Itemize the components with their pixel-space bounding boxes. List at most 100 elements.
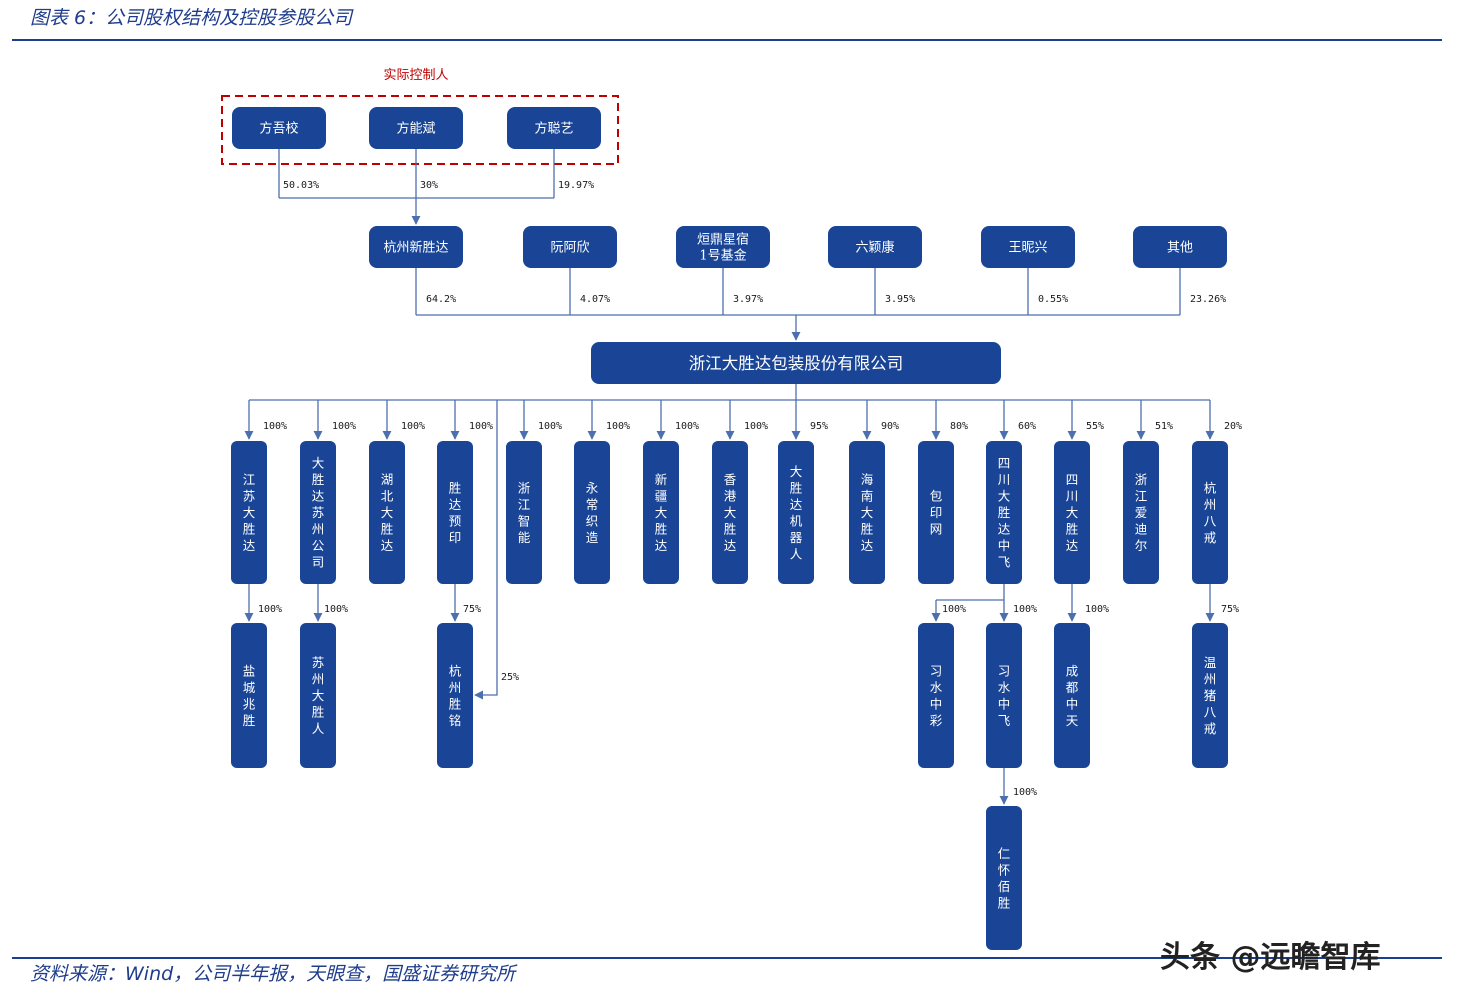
subsidiary-10: 海南大胜达 [849,441,885,584]
subsidiary-10-box [849,441,885,584]
subsidiary-7-label: 新疆大胜达 [655,472,668,553]
second-share-4: 100% [942,604,966,615]
subsidiary-15-box [1192,441,1228,584]
controller-2-label: 方能斌 [396,121,435,137]
second-6-box [1054,623,1090,768]
subsidiary-3-box [369,441,405,584]
controller-3: 方聪艺 [507,107,601,149]
shareholder-2-box [523,226,617,268]
second-share-7: 75% [1221,604,1239,615]
controller-2-box [369,107,463,149]
subsidiary-1-label: 江苏大胜达 [243,472,256,553]
second-2-box [300,623,336,768]
subsidiary-14-label: 浙江爱迪尔 [1135,472,1148,553]
subsidiary-share-6: 100% [606,421,630,432]
subsidiary-14-box [1123,441,1159,584]
company-node: 浙江大胜达包装股份有限公司 [591,342,1001,384]
watermark: 头条 @远瞻智库 [1160,940,1381,975]
second-6-label: 成都中天 [1066,663,1079,728]
subsidiary-8-label: 香港大胜达 [724,472,737,553]
subsidiary-share-1: 100% [263,421,287,432]
second-1-box [231,623,267,768]
second-6: 成都中天 [1054,623,1090,768]
subsidiary-share-3: 100% [401,421,425,432]
subsidiary-4: 胜达预印 [437,441,473,584]
shareholder-5-label: 王昵兴 [1008,241,1047,256]
second-3-box [437,623,473,768]
shareholder-share-2: 4.07% [580,294,610,305]
shareholder-3-box [676,226,770,268]
subsidiary-share-5: 100% [538,421,562,432]
company-node-box [591,342,1001,384]
second-5: 习水中飞 [986,623,1022,768]
shareholder-4-label: 六颖康 [855,240,894,256]
shareholder-1-label: 杭州新胜达 [383,240,448,256]
subsidiary-6: 永常织造 [574,441,610,584]
subsidiary-1-box [231,441,267,584]
subsidiary-share-14: 51% [1155,421,1173,432]
controller-share-2: 30% [420,180,438,191]
shareholder-share-6: 23.26% [1190,294,1226,305]
controller-1-label: 方吾校 [259,121,298,137]
subsidiary-2: 大胜达苏州公司 [300,441,336,584]
subsidiary-13-box [1054,441,1090,584]
second-3: 杭州胜铭 [437,623,473,768]
subsidiary-9-label: 大胜达机器人 [790,464,803,562]
subsidiary-2-box [300,441,336,584]
subsidiary-1: 江苏大胜达 [231,441,267,584]
subsidiary-share-2: 100% [332,421,356,432]
subsidiary-4-label: 胜达预印 [449,480,462,545]
second-share-5: 100% [1013,604,1037,615]
second-share-2: 100% [324,604,348,615]
source-note: 资料来源：Wind，公司半年报，天眼查，国盛证券研究所 [30,963,516,985]
subsidiary-5-label: 浙江智能 [518,480,531,545]
subsidiary-5: 浙江智能 [506,441,542,584]
figure-title: 图表 6：公司股权结构及控股参股公司 [30,7,353,29]
subsidiary-3-label: 湖北大胜达 [381,472,394,553]
shareholder-1-box [369,226,463,268]
subsidiary-share-10: 90% [881,421,899,432]
shareholder-share-4: 3.95% [885,294,915,305]
shareholder-1: 杭州新胜达 [369,226,463,268]
shareholder-5-box [981,226,1075,268]
subsidiary-9-box [778,441,814,584]
second-4-label: 习水中彩 [930,663,943,728]
shareholder-6: 其他 [1133,226,1227,268]
second-7-label: 温州猪八戒 [1204,655,1217,736]
subsidiary-13-label: 四川大胜达 [1066,472,1079,553]
subsidiary-12-label: 四川大胜达中飞 [998,456,1011,570]
second-4-box [918,623,954,768]
shareholder-2-label: 阮阿欣 [550,241,589,256]
second-2-label: 苏州大胜人 [312,655,325,736]
subsidiary-8: 香港大胜达 [712,441,748,584]
second-7: 温州猪八戒 [1192,623,1228,768]
subsidiary-share-13: 55% [1086,421,1104,432]
shareholder-share-5: 0.55% [1038,294,1068,305]
header-divider [12,39,1442,41]
second-2: 苏州大胜人 [300,623,336,768]
controller-group-border [221,95,619,165]
subsidiary-9: 大胜达机器人 [778,441,814,584]
third-1: 仁怀佰胜 [986,806,1022,950]
second-7-box [1192,623,1228,768]
subsidiary-11-label: 包印网 [930,489,943,537]
controller-1: 方吾校 [232,107,326,149]
subsidiary-2-label: 大胜达苏州公司 [312,456,325,570]
subsidiary-3: 湖北大胜达 [369,441,405,584]
subsidiary-11: 包印网 [918,441,954,584]
shareholder-5: 王昵兴 [981,226,1075,268]
shareholder-4-box [828,226,922,268]
shareholder-4: 六颖康 [828,226,922,268]
subsidiary-share-12: 60% [1018,421,1036,432]
second-1-label: 盐城兆胜 [243,663,256,728]
subsidiary-12-box [986,441,1022,584]
controller-3-label: 方聪艺 [534,121,573,137]
controller-group-label: 实际控制人 [383,68,448,83]
shareholder-3-label: 1号基金 [699,248,746,264]
subsidiary-6-box [574,441,610,584]
third-1-label: 仁怀佰胜 [998,846,1011,911]
shareholder-2: 阮阿欣 [523,226,617,268]
company-direct-line [474,400,498,700]
subsidiary-8-box [712,441,748,584]
